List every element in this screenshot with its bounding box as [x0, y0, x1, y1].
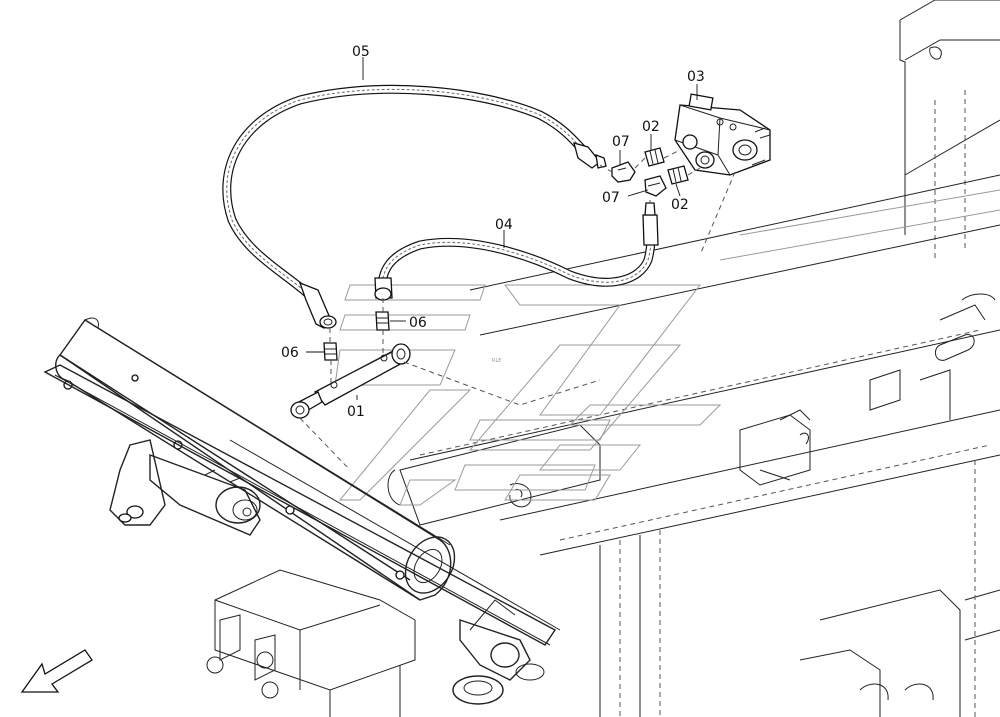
label-02-lower: 02 — [671, 197, 689, 213]
hydraulic-cylinder-01 — [290, 343, 411, 419]
valve-block-03 — [674, 93, 771, 176]
adapter-06-right — [375, 311, 390, 331]
label-03: 03 — [687, 69, 705, 85]
adapter-06-left — [323, 342, 338, 361]
fitting-02-lower — [667, 165, 689, 185]
label-07-upper: 07 — [612, 134, 630, 150]
leader-lines — [306, 57, 698, 400]
label-05: 05 — [352, 44, 370, 60]
part-labels: 05 03 02 07 07 02 04 06 06 01 — [281, 44, 705, 420]
machine-frame — [387, 0, 1000, 717]
assembly-lines — [299, 149, 736, 471]
label-01: 01 — [347, 404, 365, 420]
hose-04 — [374, 202, 659, 301]
label-04: 04 — [495, 217, 513, 233]
fitting-02-upper — [644, 147, 665, 167]
elbow-07-upper — [611, 161, 636, 183]
label-06-right: 06 — [409, 315, 427, 331]
label-07-lower: 07 — [602, 190, 620, 206]
label-02-upper: 02 — [642, 119, 660, 135]
roller-tube-assembly — [43, 317, 561, 717]
elbow-07-lower — [644, 175, 667, 197]
label-06-left: 06 — [281, 345, 299, 361]
watermark-logo: RLE — [334, 284, 722, 506]
hose-05 — [222, 84, 607, 329]
watermark-text: RLE — [492, 358, 501, 364]
arrow-down-left-icon — [20, 649, 93, 693]
